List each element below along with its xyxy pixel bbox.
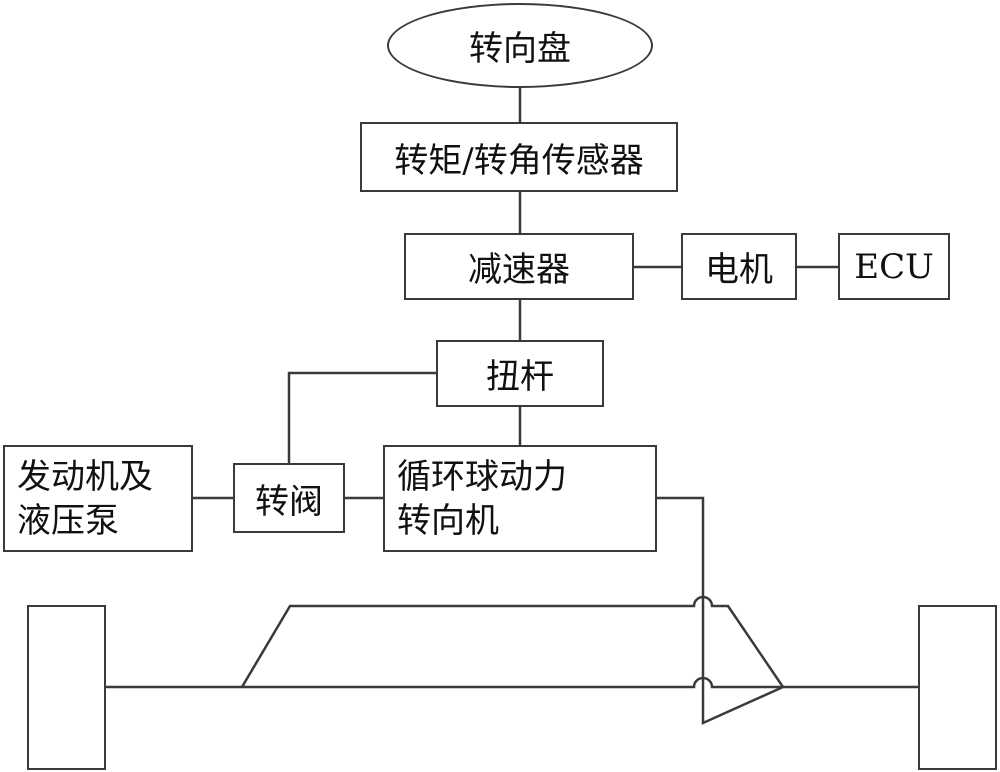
torsion-bar-to-valve-line <box>287 371 436 463</box>
steering-gear-node: 循环球动力转向机 <box>383 445 657 552</box>
engine-pump-label-2: 液压泵 <box>17 500 119 541</box>
torsion-bar-label: 扭杆 <box>486 357 554 397</box>
steering-wheel-node: 转向盘 <box>387 3 653 88</box>
motor-node: 电机 <box>681 233 797 300</box>
reducer-node: 减速器 <box>404 233 634 300</box>
ecu-label: ECU <box>854 246 934 287</box>
ecu-node: ECU <box>838 233 950 300</box>
right-wheel <box>918 605 997 770</box>
steering-gear-label-1: 循环球动力 <box>397 456 567 497</box>
steering-gear-label-2: 转向机 <box>397 500 499 541</box>
rotary-valve-label: 转阀 <box>255 481 323 522</box>
reducer-label: 减速器 <box>468 250 570 290</box>
motor-label: 电机 <box>705 250 773 290</box>
drag-link-line <box>240 595 785 688</box>
engine-pump-node: 发动机及液压泵 <box>3 445 193 552</box>
torsion-bar-node: 扭杆 <box>436 340 604 407</box>
sensor-node: 转矩/转角传感器 <box>360 122 678 192</box>
engine-pump-label-1: 发动机及 <box>17 456 153 497</box>
tie-rod-line <box>106 676 918 689</box>
rotary-valve-node: 转阀 <box>233 463 345 533</box>
sensor-label: 转矩/转角传感器 <box>394 140 644 181</box>
left-wheel <box>27 605 106 770</box>
pitman-arm-line <box>657 496 784 725</box>
steering-wheel-label: 转向盘 <box>469 29 571 69</box>
